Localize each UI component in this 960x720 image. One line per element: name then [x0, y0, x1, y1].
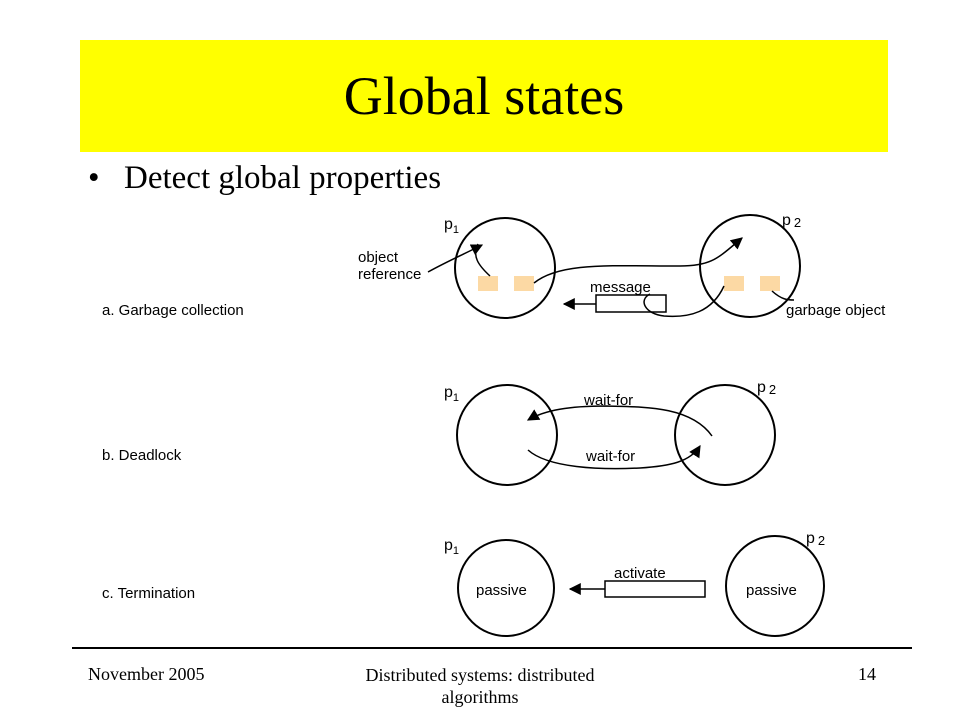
section-a-label: a. Garbage collection: [102, 302, 244, 319]
object-box: [478, 276, 498, 291]
bullet-item: • Detect global properties: [88, 160, 441, 197]
wait-for-top-label: wait-for: [583, 392, 633, 409]
remote-reference-arrow: [533, 237, 743, 284]
process-2-circle-b: [674, 384, 776, 486]
object-box: [724, 276, 744, 291]
title-band: Global states: [80, 40, 888, 152]
section-b-label: b. Deadlock: [102, 447, 182, 464]
wait-for-bottom-label: wait-for: [585, 448, 635, 465]
message-box: [595, 294, 667, 313]
reference-arrow-local: [474, 243, 491, 277]
garbage-reference-curve: [643, 285, 725, 318]
slide-title: Global states: [343, 66, 625, 126]
activate-label: activate: [614, 565, 666, 582]
activate-message-box: [604, 580, 706, 598]
process-1-circle-a: [454, 217, 556, 319]
bullet-text: Detect global properties: [124, 160, 442, 196]
process-1-label-c: p1: [444, 537, 459, 557]
process-2-circle-a: [699, 214, 801, 318]
footer-page-number: 14: [858, 664, 876, 684]
passive-state-2: passive: [746, 582, 797, 599]
object-box: [760, 276, 780, 291]
passive-state-1: passive: [476, 582, 527, 599]
process-1-circle-c: [457, 539, 555, 637]
footer-divider: [72, 647, 912, 649]
footer-date: November 2005: [88, 664, 205, 684]
bullet-symbol: •: [88, 160, 100, 196]
process-2-circle-c: [725, 535, 825, 637]
footer-course-line1: Distributed systems: distributed: [365, 665, 595, 685]
process-1-circle-b: [456, 384, 558, 486]
process-1-label-a: p1: [444, 216, 459, 236]
garbage-object-label: garbage object: [786, 302, 886, 319]
wait-for-top-arrow: [526, 405, 713, 437]
object-box: [514, 276, 534, 291]
process-1-label-b: p1: [444, 384, 459, 404]
footer-course: Distributed systems: distributed algorit…: [320, 664, 640, 708]
footer-course-line2: algorithms: [441, 687, 519, 707]
section-c-label: c. Termination: [102, 585, 195, 602]
message-label: message: [590, 279, 651, 296]
garbage-object-pointer: [771, 290, 795, 301]
wait-for-bottom-arrow: [527, 444, 701, 470]
